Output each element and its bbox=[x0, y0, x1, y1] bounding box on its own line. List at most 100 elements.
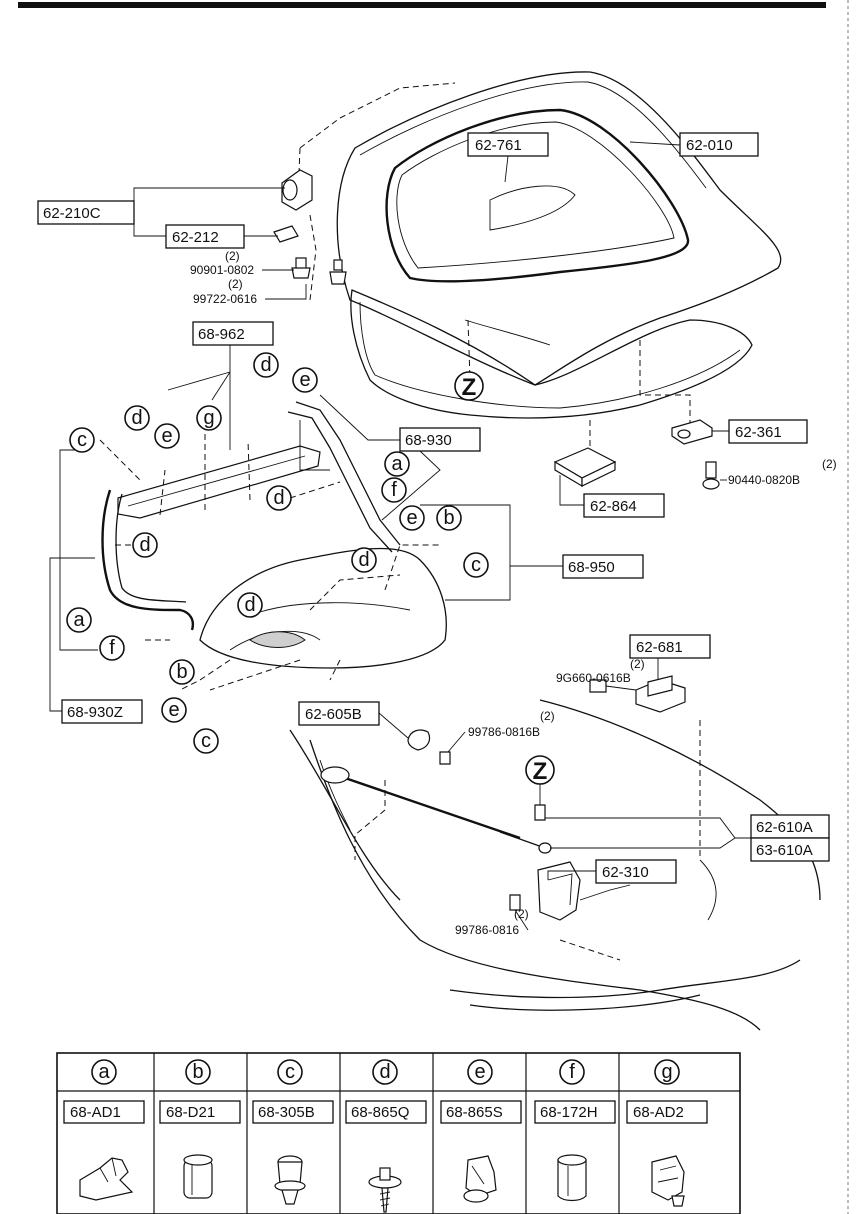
label-62-310: 62-310 bbox=[602, 864, 649, 881]
legend-part-c: 68-305B bbox=[258, 1104, 315, 1121]
bolt-99786B: 99786-0816B bbox=[468, 725, 540, 739]
label-62-864: 62-864 bbox=[590, 498, 637, 515]
svg-text:b: b bbox=[176, 661, 187, 683]
label-62-361: 62-361 bbox=[735, 424, 782, 441]
trunk-trim-drawing bbox=[99, 401, 447, 691]
legend-letter-f: f bbox=[569, 1061, 575, 1083]
svg-text:d: d bbox=[260, 354, 271, 376]
legend-part-a: 68-AD1 bbox=[70, 1104, 121, 1121]
svg-text:d: d bbox=[273, 487, 284, 509]
bolt-9G660: 9G660-0616B bbox=[556, 671, 631, 685]
hinge-drawing bbox=[273, 169, 347, 301]
callout-d-3: d bbox=[266, 485, 292, 511]
bolt-90901: 90901-0802 bbox=[190, 263, 254, 277]
callout-b-2: b bbox=[169, 659, 195, 685]
pad-drawing bbox=[553, 447, 617, 488]
clip-legend-table: a 68-AD1 b 68-D21 c 68-305B d 68-865Q bbox=[56, 1052, 741, 1214]
callout-f-2: f bbox=[99, 635, 125, 661]
legend-letter-d: d bbox=[379, 1061, 390, 1083]
legend-part-b: 68-D21 bbox=[166, 1104, 215, 1121]
legend-letter-b: b bbox=[192, 1061, 203, 1083]
qty-9G660: (2) bbox=[630, 657, 645, 671]
callout-e-2: e bbox=[154, 423, 180, 449]
svg-text:f: f bbox=[391, 479, 397, 501]
callout-a-1: a bbox=[384, 451, 410, 477]
callout-f-1: f bbox=[381, 477, 407, 503]
trunk-lid-drawing bbox=[297, 71, 782, 450]
qty-99786B: (2) bbox=[540, 709, 555, 723]
legend-column-f: f 68-172H bbox=[534, 1059, 616, 1202]
svg-text:Z: Z bbox=[533, 758, 548, 785]
callout-e-3: e bbox=[399, 505, 425, 531]
callouts: Z Z d e d e g c a f d e b d d c d a f b … bbox=[66, 352, 555, 805]
callout-c-1: c bbox=[69, 427, 95, 453]
label-68-962: 68-962 bbox=[198, 326, 245, 343]
svg-text:e: e bbox=[299, 369, 310, 391]
legend-column-d: d 68-865Q bbox=[345, 1059, 427, 1213]
stopper-drawing bbox=[671, 419, 720, 490]
label-63-610A: 63-610A bbox=[756, 842, 813, 859]
svg-text:a: a bbox=[73, 609, 85, 631]
callout-d-4: d bbox=[132, 532, 158, 558]
legend-letter-a: a bbox=[98, 1061, 110, 1083]
label-62-212: 62-212 bbox=[172, 229, 219, 246]
callout-c-3: c bbox=[193, 728, 219, 754]
legend-letter-e: e bbox=[474, 1061, 485, 1083]
callout-z-bottom: Z bbox=[525, 755, 555, 785]
svg-text:d: d bbox=[139, 534, 150, 556]
svg-text:d: d bbox=[244, 594, 255, 616]
qty-99722: (2) bbox=[228, 277, 243, 291]
callout-d-1: d bbox=[253, 352, 279, 378]
legend-column-b: b 68-D21 bbox=[159, 1059, 241, 1199]
callout-d-2: d bbox=[124, 405, 150, 431]
svg-text:e: e bbox=[406, 507, 417, 529]
label-68-930: 68-930 bbox=[405, 432, 452, 449]
legend-column-c: c 68-305B bbox=[252, 1059, 334, 1205]
label-62-610A: 62-610A bbox=[756, 819, 813, 836]
svg-text:f: f bbox=[109, 637, 115, 659]
svg-text:e: e bbox=[168, 699, 179, 721]
svg-text:c: c bbox=[77, 429, 87, 451]
callout-b-1: b bbox=[436, 505, 462, 531]
label-62-681: 62-681 bbox=[636, 639, 683, 656]
rear-body-drawing bbox=[289, 675, 821, 1031]
svg-text:Z: Z bbox=[462, 374, 477, 401]
legend-part-f: 68-172H bbox=[540, 1104, 598, 1121]
callout-c-2: c bbox=[463, 552, 489, 578]
svg-text:b: b bbox=[443, 507, 454, 529]
legend-part-e: 68-865S bbox=[446, 1104, 503, 1121]
svg-text:a: a bbox=[391, 453, 403, 475]
label-62-210C: 62-210C bbox=[43, 205, 101, 222]
svg-text:e: e bbox=[161, 425, 172, 447]
qty-90901: (2) bbox=[225, 249, 240, 263]
callout-e-1: e bbox=[292, 367, 318, 393]
legend-column-a: a 68-AD1 bbox=[63, 1059, 145, 1201]
label-62-605B: 62-605B bbox=[305, 706, 362, 723]
legend-column-g: g 68-AD2 bbox=[626, 1059, 708, 1207]
bolt-99722: 99722-0616 bbox=[193, 292, 257, 306]
label-68-930Z: 68-930Z bbox=[67, 704, 123, 721]
bolt-90440: 90440-0820B bbox=[728, 473, 800, 487]
callout-g-1: g bbox=[196, 405, 222, 431]
svg-text:d: d bbox=[358, 549, 369, 571]
callout-d-6: d bbox=[237, 592, 263, 618]
top-rule bbox=[18, 2, 826, 8]
callout-d-5: d bbox=[351, 547, 377, 573]
svg-text:d: d bbox=[131, 407, 142, 429]
svg-text:c: c bbox=[471, 554, 481, 576]
legend-column-e: e 68-865S bbox=[440, 1059, 522, 1203]
legend-part-g: 68-AD2 bbox=[633, 1104, 684, 1121]
legend-letter-c: c bbox=[285, 1061, 295, 1083]
qty-99786: (2) bbox=[514, 907, 529, 921]
svg-text:g: g bbox=[203, 407, 214, 429]
callout-a-2: a bbox=[66, 607, 92, 633]
label-68-950: 68-950 bbox=[568, 559, 615, 576]
bolt-99786: 99786-0816 bbox=[455, 923, 519, 937]
legend-letter-g: g bbox=[661, 1061, 672, 1083]
label-62-010: 62-010 bbox=[686, 137, 733, 154]
part-labels: 62-761 62-010 62-210C 62-212 (2) 90901-0… bbox=[37, 132, 837, 937]
callout-e-4: e bbox=[161, 697, 187, 723]
label-62-761: 62-761 bbox=[475, 137, 522, 154]
svg-text:c: c bbox=[201, 730, 211, 752]
